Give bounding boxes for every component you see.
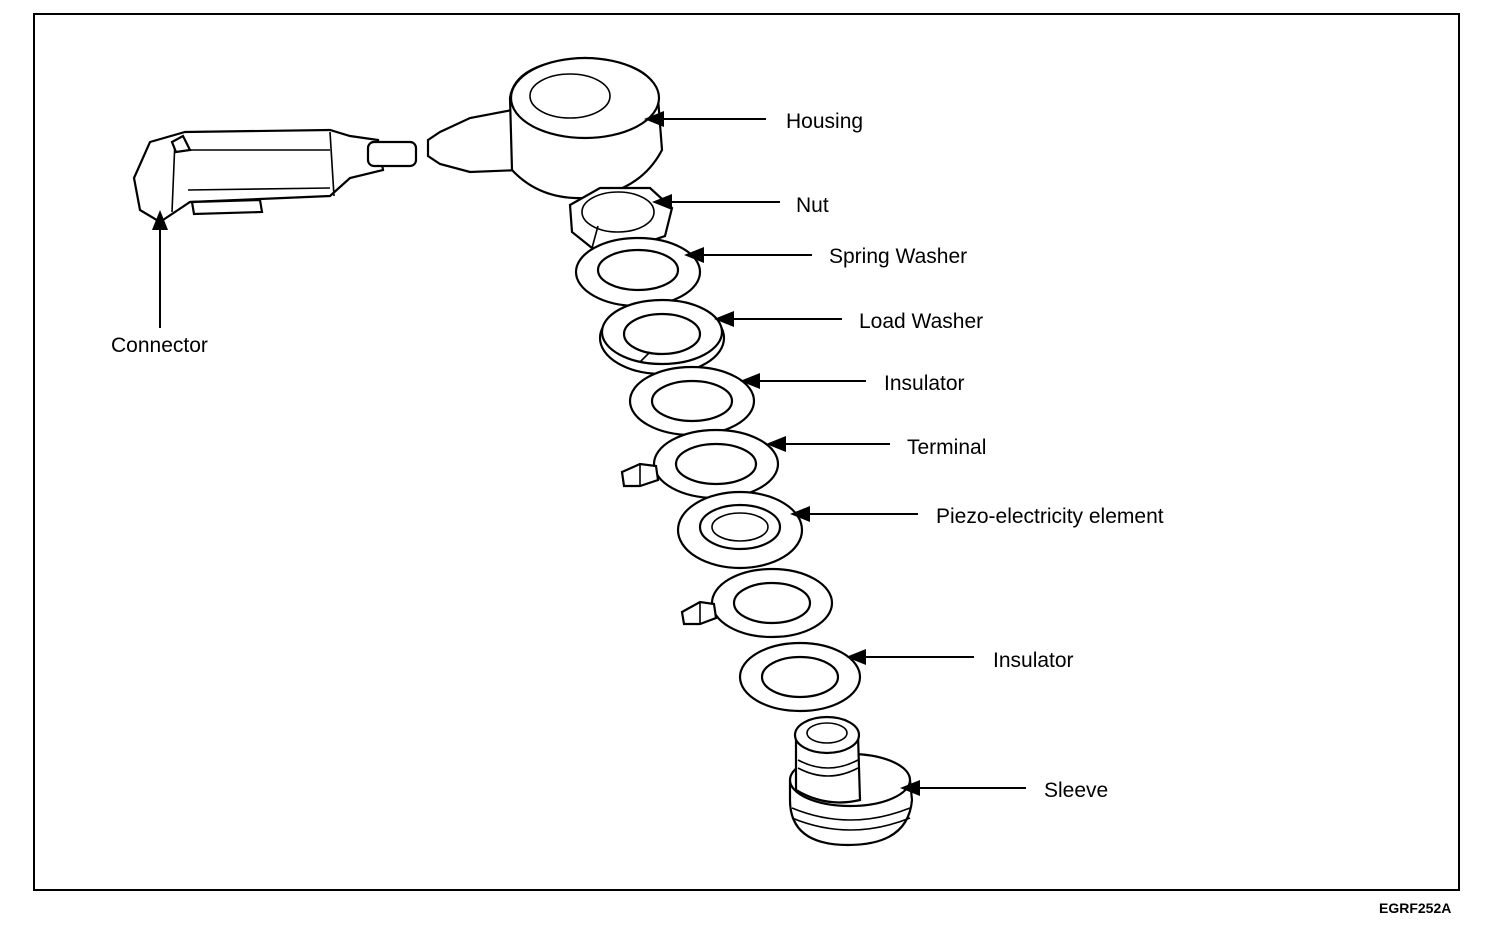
insulator-bottom-illustration [738, 641, 862, 713]
label-insulator-top: Insulator [884, 372, 965, 395]
spring-washer-illustration [574, 236, 702, 308]
label-piezo-element: Piezo-electricity element [936, 505, 1164, 528]
label-terminal: Terminal [907, 436, 986, 459]
nut-illustration [568, 186, 674, 250]
figure-code: EGRF252A [1379, 900, 1451, 916]
label-insulator-bottom: Insulator [993, 649, 1074, 672]
connector-illustration [132, 128, 418, 224]
label-load-washer: Load Washer [859, 310, 983, 333]
piezo-element-illustration [676, 490, 804, 570]
label-housing: Housing [786, 110, 863, 133]
label-sleeve: Sleeve [1044, 779, 1108, 802]
sleeve-illustration [788, 715, 914, 847]
label-spring-washer: Spring Washer [829, 245, 967, 268]
terminal-illustration [620, 428, 780, 500]
load-washer-illustration [598, 298, 726, 376]
label-nut: Nut [796, 194, 829, 217]
label-connector: Connector [111, 334, 208, 357]
housing-illustration [426, 56, 664, 200]
diagram-frame [33, 13, 1460, 891]
terminal-lower-illustration [680, 567, 834, 639]
leader-lines [152, 111, 1026, 796]
insulator-top-illustration [628, 365, 756, 437]
